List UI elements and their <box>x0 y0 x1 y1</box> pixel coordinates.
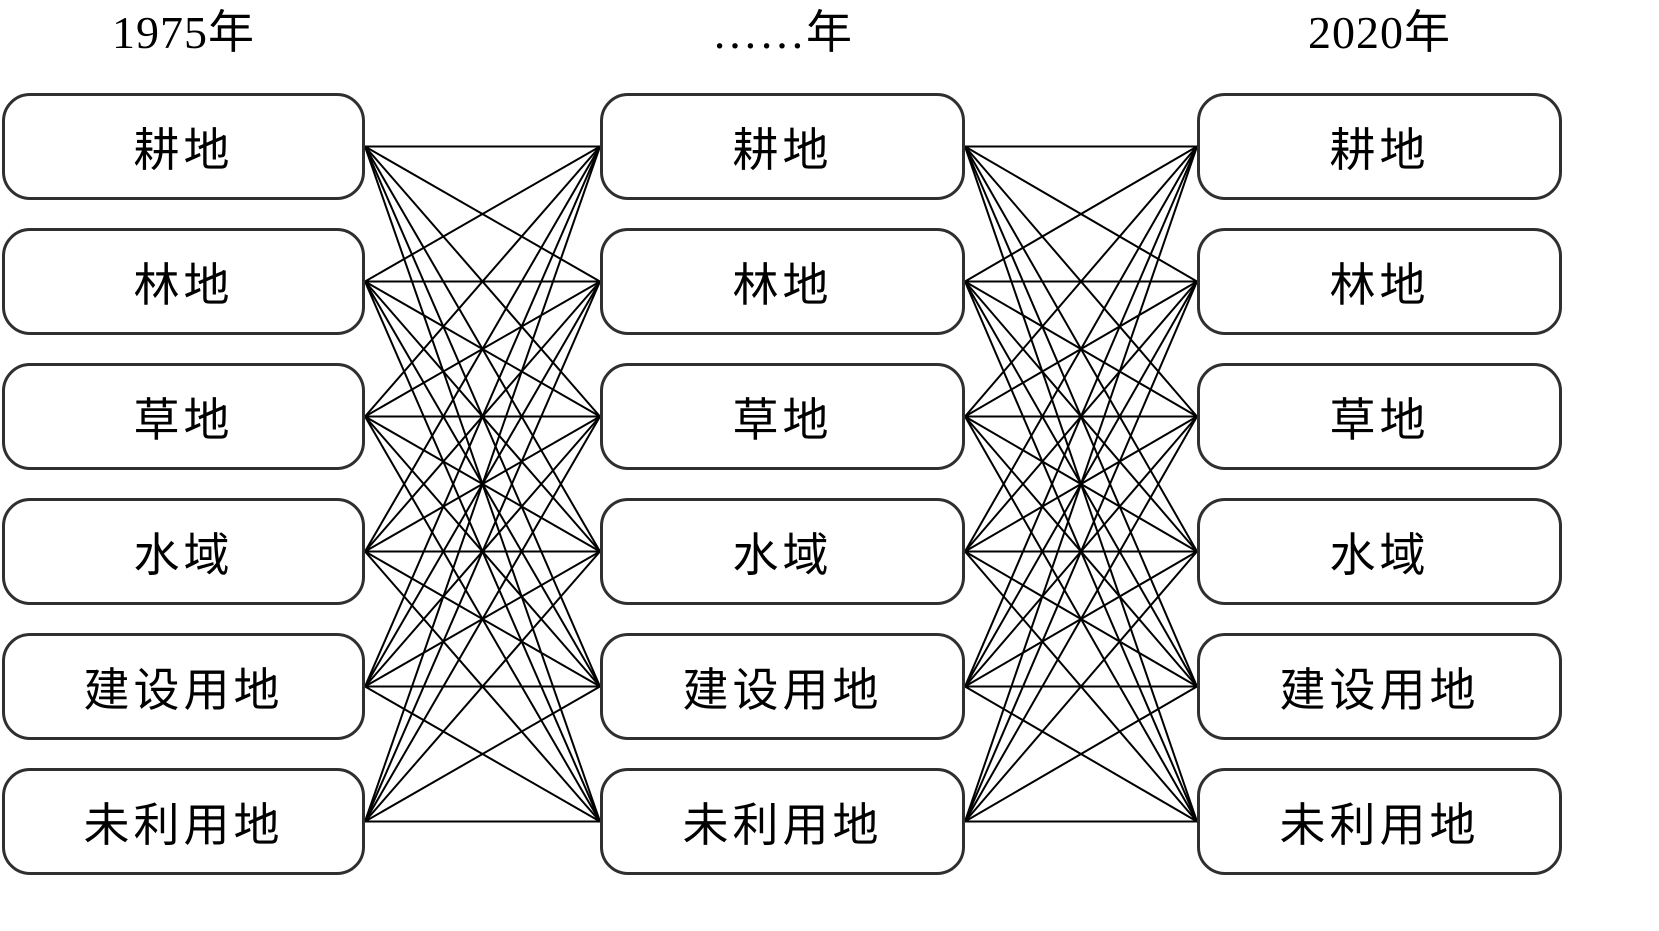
land-type-node: 水域 <box>1197 498 1562 605</box>
land-type-node: 草地 <box>1197 363 1562 470</box>
land-type-node: 未利用地 <box>600 768 965 875</box>
land-type-node: 林地 <box>1197 228 1562 335</box>
land-type-node: 耕地 <box>1197 93 1562 200</box>
land-type-node: 耕地 <box>600 93 965 200</box>
column-header-start-year: 1975年 <box>112 7 255 58</box>
land-type-node: 建设用地 <box>600 633 965 740</box>
land-type-node: 水域 <box>2 498 365 605</box>
land-type-node: 草地 <box>2 363 365 470</box>
land-type-node: 草地 <box>600 363 965 470</box>
column-header-middle-year: ……年 <box>712 7 853 58</box>
land-type-node: 耕地 <box>2 93 365 200</box>
land-type-node: 林地 <box>600 228 965 335</box>
land-type-node: 未利用地 <box>1197 768 1562 875</box>
land-type-node: 林地 <box>2 228 365 335</box>
land-type-node: 建设用地 <box>1197 633 1562 740</box>
land-type-node: 未利用地 <box>2 768 365 875</box>
column-header-end-year: 2020年 <box>1308 7 1451 58</box>
land-type-node: 水域 <box>600 498 965 605</box>
land-type-node: 建设用地 <box>2 633 365 740</box>
